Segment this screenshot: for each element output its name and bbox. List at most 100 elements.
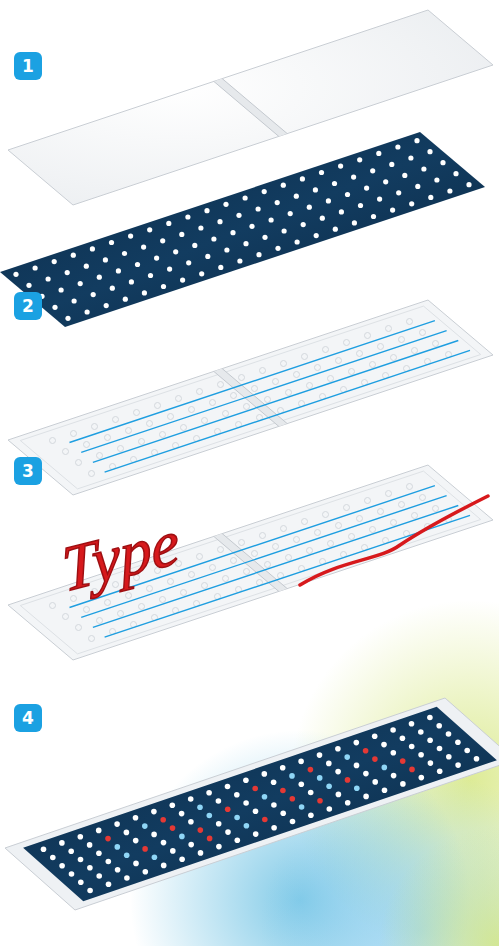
dot-marker	[365, 333, 371, 339]
sensor-dot	[327, 806, 333, 812]
light-dot	[351, 175, 356, 180]
dot-marker	[189, 572, 195, 578]
light-dot	[358, 203, 363, 208]
dot-marker	[328, 376, 334, 382]
dot-marker	[118, 611, 124, 617]
layer-one	[0, 10, 493, 327]
dot-marker	[239, 540, 245, 546]
light-dot	[396, 190, 401, 195]
sensor-dot	[354, 740, 360, 746]
dot-marker	[50, 438, 56, 444]
sensor-dot	[382, 787, 388, 793]
dot-marker	[281, 526, 287, 532]
dot-marker	[223, 576, 229, 582]
sensor-dot	[161, 863, 167, 869]
dot-marker	[323, 512, 329, 518]
dot-marker	[126, 593, 132, 599]
dot-marker	[302, 519, 308, 525]
dot-marker	[307, 548, 313, 554]
clear-sheet	[8, 300, 493, 495]
dot-marker	[126, 428, 132, 434]
light-dot	[179, 232, 184, 237]
light-dot	[148, 273, 153, 278]
sensor-dot	[96, 850, 102, 856]
sensor-dot	[317, 775, 323, 781]
dot-marker	[231, 558, 237, 564]
dot-marker	[407, 319, 413, 325]
dot-marker	[50, 603, 56, 609]
light-dot	[142, 290, 147, 295]
light-dot	[198, 225, 203, 230]
light-dot	[295, 239, 300, 244]
sensor-dot	[400, 736, 406, 742]
light-dot	[128, 234, 133, 239]
sensor-dot	[243, 800, 249, 806]
dark-panel	[23, 707, 497, 901]
sensor-dot	[105, 836, 111, 842]
dot-marker	[420, 495, 426, 501]
light-dot	[262, 235, 267, 240]
sensor-dot	[160, 817, 166, 823]
sensor-dot	[69, 871, 75, 877]
dot-marker	[391, 355, 397, 361]
sensor-dot	[437, 769, 443, 775]
light-dot	[204, 208, 209, 213]
sensor-dot	[446, 754, 452, 760]
dot-marker	[84, 607, 90, 613]
light-dot	[236, 213, 241, 218]
sensor-dot	[390, 727, 396, 733]
light-dot	[160, 238, 165, 243]
light-dot	[376, 151, 381, 156]
light-dot	[428, 195, 433, 200]
sensor-dot	[151, 809, 157, 815]
sensor-dot	[170, 848, 176, 854]
dot-marker	[139, 604, 145, 610]
dot-marker	[386, 326, 392, 332]
light-dot	[65, 316, 70, 321]
sensor-dot	[345, 777, 351, 783]
sensor-dot	[197, 805, 203, 811]
sensor-dot	[225, 829, 231, 835]
sensor-dot	[59, 863, 65, 869]
light-dot	[224, 247, 229, 252]
sensor-dot	[133, 838, 139, 844]
sensor-dot	[455, 762, 461, 768]
light-dot	[141, 245, 146, 250]
light-dot	[338, 164, 343, 169]
light-dot	[230, 230, 235, 235]
light-dot	[85, 309, 90, 314]
sensor-dot	[372, 779, 378, 785]
callout-number: 2	[14, 292, 42, 320]
dot-marker	[378, 344, 384, 350]
dot-marker	[168, 414, 174, 420]
light-dot	[84, 264, 89, 269]
light-dot	[243, 241, 248, 246]
dot-marker	[202, 583, 208, 589]
light-dot	[307, 205, 312, 210]
sensor-dot	[170, 803, 176, 809]
guide-line	[93, 341, 458, 463]
sensor-dot	[271, 802, 277, 808]
light-dot	[333, 227, 338, 232]
sensor-dot	[151, 832, 157, 838]
light-dot	[46, 276, 51, 281]
sensor-dot	[59, 840, 65, 846]
sensor-dot	[216, 821, 222, 827]
dot-marker	[349, 534, 355, 540]
light-dot	[326, 198, 331, 203]
dot-marker	[344, 505, 350, 511]
sensor-dot	[418, 752, 424, 758]
light-dot	[256, 252, 261, 257]
light-dot	[281, 183, 286, 188]
light-dot	[33, 265, 38, 270]
light-dot	[320, 216, 325, 221]
dot-marker	[63, 449, 69, 455]
dot-marker	[307, 383, 313, 389]
dot-marker	[391, 520, 397, 526]
inner-border	[20, 306, 480, 489]
guide-line	[105, 350, 470, 472]
sensor-dot	[133, 861, 139, 867]
sensor-dot	[271, 779, 277, 785]
dot-marker	[189, 407, 195, 413]
sensor-dot	[345, 800, 351, 806]
